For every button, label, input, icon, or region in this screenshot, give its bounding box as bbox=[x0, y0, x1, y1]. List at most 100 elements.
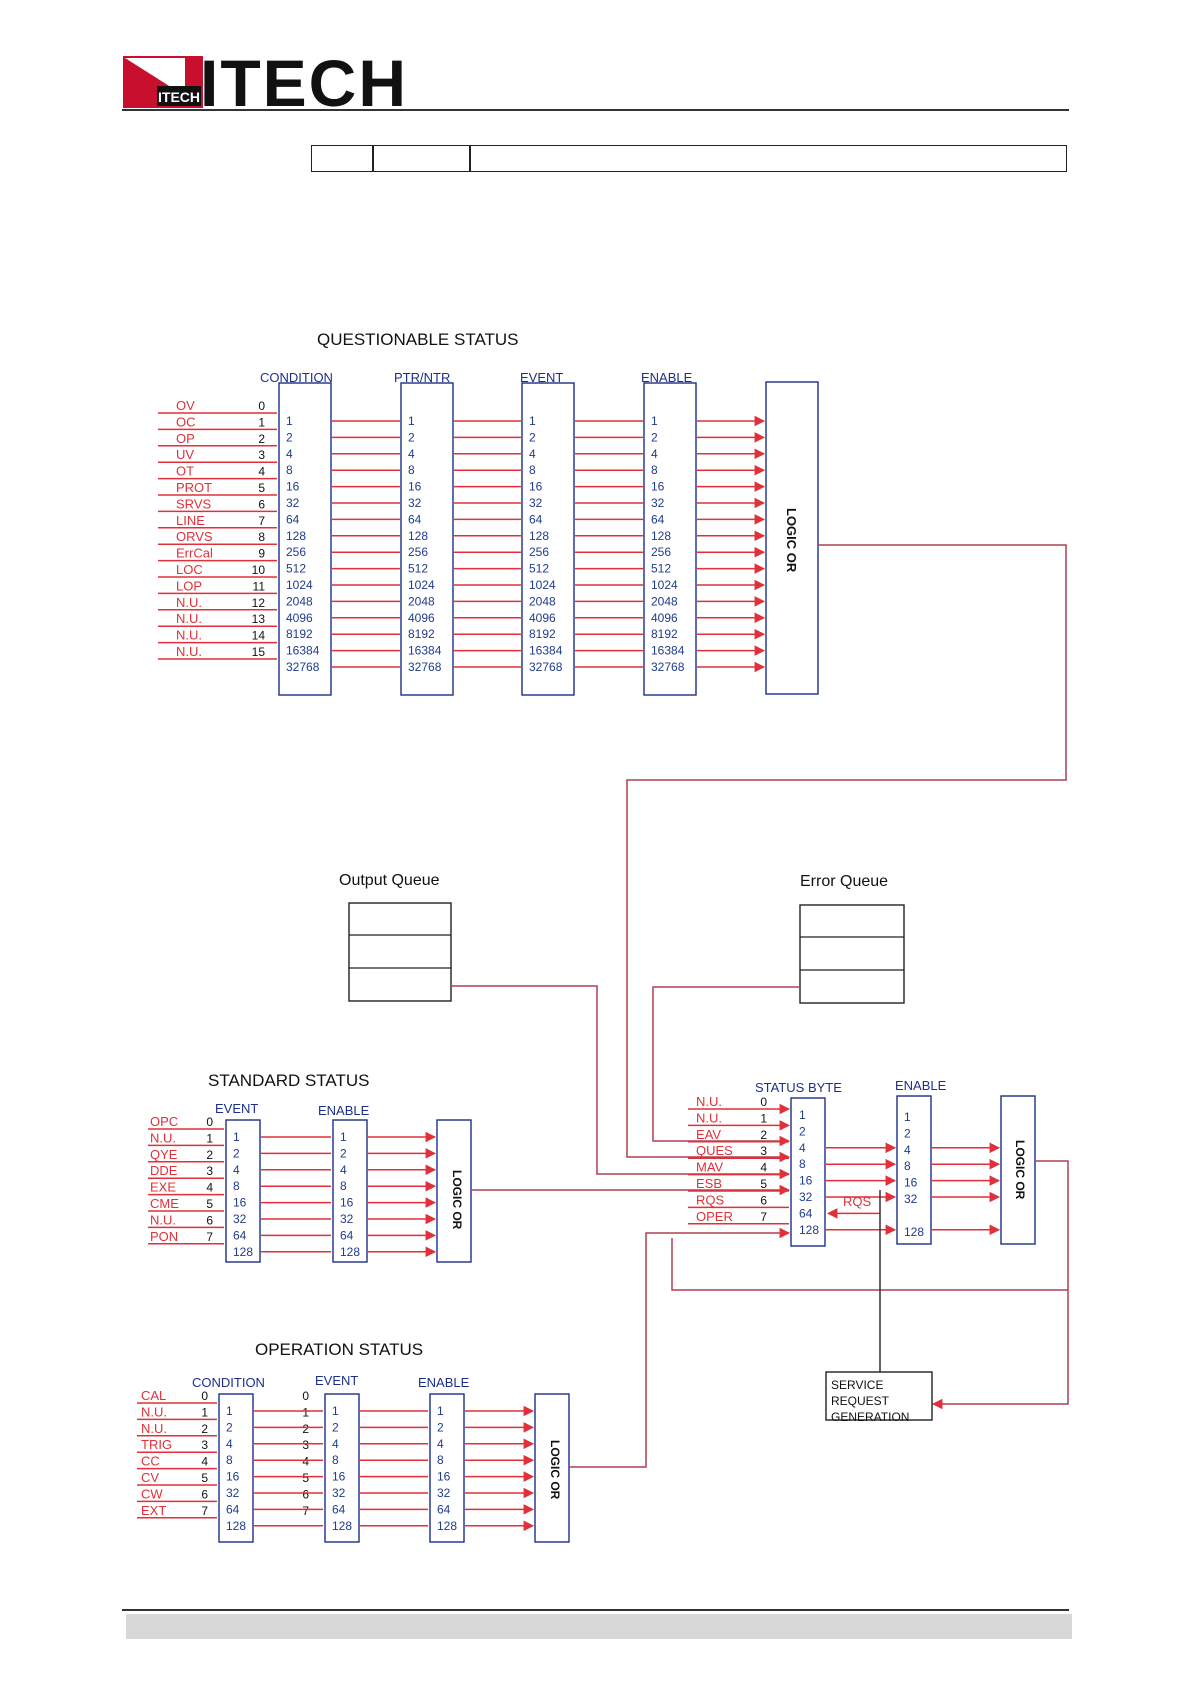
operation-weight: 4 bbox=[226, 1437, 233, 1451]
operation-bit-number: 2 bbox=[201, 1422, 208, 1436]
questionable-input-label: OV bbox=[176, 398, 195, 413]
standard-weight: 16 bbox=[233, 1196, 247, 1210]
status-byte-input-label: RQS bbox=[696, 1192, 725, 1207]
operation-weight: 8 bbox=[437, 1453, 444, 1467]
standard-bit-number: 4 bbox=[206, 1181, 213, 1195]
standard-input-label: N.U. bbox=[150, 1212, 176, 1227]
service-request-generation-label: REQUEST bbox=[831, 1394, 890, 1408]
questionable-input-label: OC bbox=[176, 414, 196, 429]
questionable-bit-number: 7 bbox=[258, 514, 265, 528]
questionable-bit-number: 12 bbox=[252, 596, 266, 610]
questionable-weight: 64 bbox=[408, 512, 422, 526]
standard-weight: 128 bbox=[340, 1245, 360, 1259]
standard-or-label: LOGIC OR bbox=[450, 1170, 464, 1230]
standard-input-label: N.U. bbox=[150, 1130, 176, 1145]
questionable-weight: 2048 bbox=[408, 594, 435, 608]
questionable-weight: 16 bbox=[408, 480, 422, 494]
questionable-weight: 512 bbox=[651, 562, 671, 576]
questionable-weight: 2048 bbox=[529, 594, 556, 608]
questionable-header: EVENT bbox=[520, 370, 563, 385]
status-byte-weight: 64 bbox=[799, 1206, 813, 1220]
status-byte-weight: 4 bbox=[799, 1141, 806, 1155]
status-byte-header: STATUS BYTE bbox=[755, 1080, 842, 1095]
standard-header: EVENT bbox=[215, 1101, 258, 1116]
standard-input-label: DDE bbox=[150, 1163, 178, 1178]
questionable-bit-number: 11 bbox=[253, 579, 266, 593]
questionable-weight: 128 bbox=[408, 529, 428, 543]
footer-bar bbox=[126, 1614, 1072, 1639]
standard-input-label: QYE bbox=[150, 1147, 178, 1162]
service-request-generation-label: SERVICE bbox=[831, 1378, 883, 1392]
status-byte-enable-weight: 32 bbox=[904, 1192, 918, 1206]
operation-to-oper-wire bbox=[569, 1227, 791, 1468]
status-byte-or-label: LOGIC OR bbox=[1013, 1140, 1027, 1200]
status-byte-enable-weight: 8 bbox=[904, 1159, 911, 1173]
questionable-to-ques-wire bbox=[626, 544, 1067, 1163]
questionable-weight: 1 bbox=[651, 414, 658, 428]
questionable-bit-number: 6 bbox=[258, 497, 265, 511]
operation-weight: 32 bbox=[332, 1486, 346, 1500]
rqs-label: RQS bbox=[843, 1194, 872, 1209]
questionable-weight: 8192 bbox=[529, 627, 556, 641]
status-byte-weight: 128 bbox=[799, 1223, 819, 1237]
questionable-weight: 4096 bbox=[651, 611, 678, 625]
status-byte-logic-or-box bbox=[1000, 1095, 1036, 1245]
questionable-register-box bbox=[400, 382, 454, 696]
status-byte-input-label: ESB bbox=[696, 1176, 722, 1191]
questionable-input-label: N.U. bbox=[176, 595, 202, 610]
standard-event-box bbox=[225, 1119, 261, 1263]
questionable-weight: 32 bbox=[408, 496, 422, 510]
questionable-logic-or-box bbox=[765, 381, 819, 695]
standard-weight: 16 bbox=[340, 1196, 354, 1210]
operation-weight: 4 bbox=[332, 1437, 339, 1451]
status-byte-weight: 32 bbox=[799, 1190, 813, 1204]
questionable-weight: 256 bbox=[651, 545, 671, 559]
questionable-header: CONDITION bbox=[260, 370, 333, 385]
questionable-weight: 512 bbox=[286, 562, 306, 576]
status-byte-bit-number: 1 bbox=[760, 1111, 767, 1125]
questionable-input-label: ORVS bbox=[176, 529, 213, 544]
questionable-weight: 1 bbox=[408, 414, 415, 428]
operation-input-label: CW bbox=[141, 1486, 163, 1501]
questionable-input-label: OP bbox=[176, 431, 195, 446]
status-byte-input-label: EAV bbox=[696, 1127, 721, 1142]
service-request-generation-label: GENERATION bbox=[831, 1410, 909, 1424]
operation-input-label: CAL bbox=[141, 1388, 166, 1403]
questionable-input-label: ErrCal bbox=[176, 546, 213, 561]
operation-weight: 32 bbox=[226, 1486, 240, 1500]
status-byte-bit-number: 2 bbox=[760, 1128, 767, 1142]
standard-enable-box bbox=[332, 1119, 368, 1263]
operation-bit-number: 7 bbox=[201, 1504, 208, 1518]
questionable-input-label: LINE bbox=[176, 513, 205, 528]
output-queue-to-mav-wire bbox=[451, 985, 791, 1180]
questionable-weight: 2 bbox=[408, 430, 415, 444]
itech-logo-icon: ITECH bbox=[123, 56, 203, 108]
operation-input-label: CV bbox=[141, 1470, 159, 1485]
questionable-weight: 8 bbox=[286, 463, 293, 477]
questionable-weight: 32768 bbox=[408, 660, 442, 674]
questionable-weight: 64 bbox=[651, 512, 665, 526]
service-request-generation-box bbox=[825, 1371, 933, 1421]
operation-input-label: TRIG bbox=[141, 1437, 172, 1452]
status-byte-bit-number: 0 bbox=[760, 1095, 767, 1109]
questionable-weight: 4 bbox=[408, 447, 415, 461]
operation-event-bit-number: 7 bbox=[302, 1504, 309, 1518]
summary-feedback-wire bbox=[671, 1238, 1068, 1291]
questionable-weight: 8192 bbox=[651, 627, 678, 641]
status-byte-box bbox=[790, 1097, 826, 1247]
operation-condition-box bbox=[218, 1393, 254, 1543]
questionable-input-label: LOP bbox=[176, 578, 202, 593]
operation-input-label: EXT bbox=[141, 1503, 166, 1518]
questionable-weight: 16 bbox=[529, 480, 543, 494]
standard-title: STANDARD STATUS bbox=[208, 1071, 370, 1090]
questionable-register-box bbox=[643, 382, 697, 696]
questionable-register-box bbox=[521, 382, 575, 696]
error-queue-box bbox=[799, 904, 905, 1004]
questionable-weight: 16384 bbox=[286, 644, 320, 658]
questionable-weight: 32 bbox=[651, 496, 665, 510]
status-byte-input-label: MAV bbox=[696, 1160, 724, 1175]
standard-weight: 8 bbox=[233, 1179, 240, 1193]
operation-weight: 16 bbox=[226, 1470, 240, 1484]
standard-weight: 64 bbox=[340, 1228, 354, 1242]
